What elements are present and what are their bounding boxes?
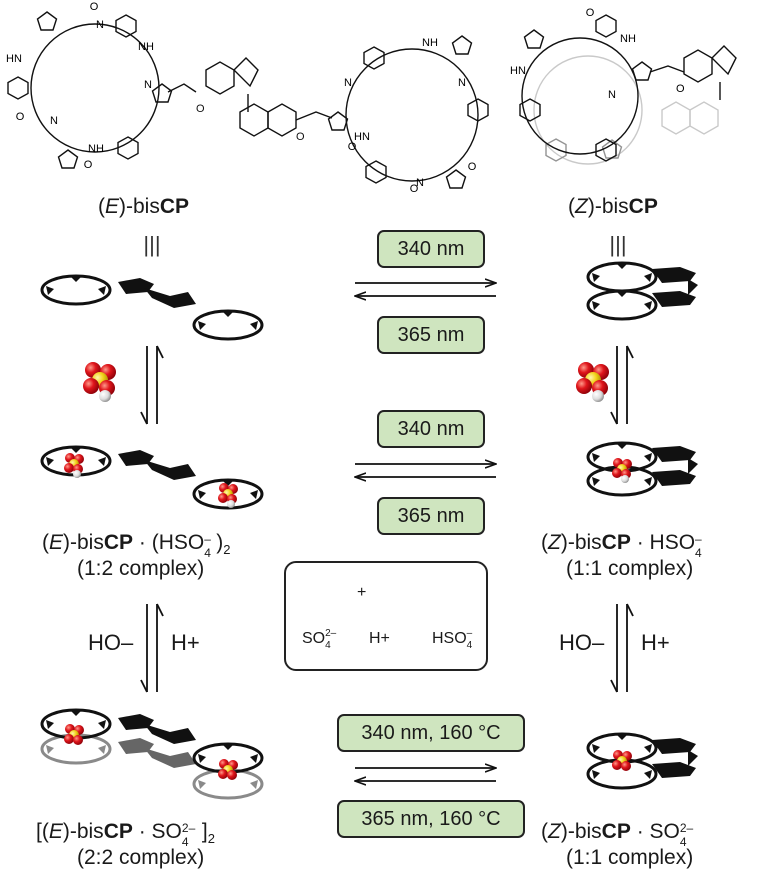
svg-text:N: N	[144, 79, 152, 91]
e-biscp-structure: N O NH HN O NH N N O O O NH	[6, 1, 489, 195]
row1-arrows	[355, 283, 496, 296]
z-hso4-cartoon	[586, 441, 698, 497]
svg-text:N: N	[458, 77, 466, 89]
e-so4-stoich: (2:2 complex)	[77, 846, 205, 869]
identity-right: |||	[609, 232, 626, 257]
svg-text:N: N	[50, 115, 58, 127]
proton-label-left: H+	[171, 630, 200, 655]
pill-row2-forward: 340 nm	[377, 410, 485, 448]
svg-text:NH: NH	[138, 41, 154, 53]
svg-text:HN: HN	[354, 131, 370, 143]
pill-row2-reverse: 365 nm	[377, 497, 485, 535]
e-biscp-label: (E)-bisCP	[98, 195, 190, 218]
pill-row3-forward: 340 nm, 160 °C	[337, 714, 525, 752]
svg-text:O: O	[84, 159, 93, 171]
e-biscp-cartoon	[40, 274, 264, 341]
e-hso4-label: (E)-bisCP · (HSO–4)2	[42, 531, 231, 560]
svg-text:NH: NH	[620, 33, 636, 45]
svg-text:O: O	[468, 161, 477, 173]
legend-hso4-label: HSO–4	[432, 628, 473, 651]
svg-text:N: N	[344, 77, 352, 89]
hso4-ion-right	[576, 362, 609, 402]
legend-proton-label: H+	[369, 630, 390, 647]
z-biscp-structure: NH HN N O O	[510, 7, 737, 165]
svg-text:N: N	[416, 177, 424, 189]
left-macrocycle: N O NH HN O NH N N O	[6, 1, 173, 171]
z-ghost-layer	[533, 55, 719, 165]
e-so4-dimer-cartoon	[40, 708, 264, 800]
pill-row3-reverse: 365 nm, 160 °C	[337, 800, 525, 838]
row2-arrows	[355, 464, 496, 477]
svg-text:N: N	[608, 89, 616, 101]
z-so4-stoich: (1:1 complex)	[566, 846, 694, 869]
svg-text:NH: NH	[88, 143, 104, 155]
hydroxide-label-left: HO–	[88, 630, 134, 655]
right-macrocycle: NH N O N O N HN O	[327, 35, 489, 195]
z-hso4-stoich: (1:1 complex)	[566, 557, 694, 580]
row3-arrows	[355, 768, 496, 781]
svg-text:HN: HN	[510, 65, 526, 77]
e-hso4-cartoon	[40, 445, 264, 510]
svg-text:O: O	[410, 183, 419, 195]
z-so4-cartoon	[586, 732, 698, 790]
protonation-legend-box	[284, 561, 488, 671]
svg-text:O: O	[196, 103, 205, 115]
svg-text:O: O	[16, 111, 25, 123]
svg-text:O: O	[586, 7, 595, 19]
z-biscp-cartoon	[586, 261, 698, 321]
svg-text:NH: NH	[422, 37, 438, 49]
n-label: N	[96, 19, 104, 31]
svg-text:O: O	[348, 141, 357, 153]
e-hso4-stoich: (1:2 complex)	[77, 557, 205, 580]
hydroxide-label-right: HO–	[559, 630, 605, 655]
legend-plus: +	[357, 584, 367, 601]
identity-left: |||	[143, 232, 160, 257]
svg-text:O: O	[676, 83, 685, 95]
vertical-arrows	[140, 345, 634, 693]
svg-text:HN: HN	[6, 53, 22, 65]
proton-label-right: H+	[641, 630, 670, 655]
stiff-stilbene-linker: O O	[167, 57, 333, 143]
pill-row1-reverse: 365 nm	[377, 316, 485, 354]
svg-text:O: O	[296, 131, 305, 143]
svg-text:O: O	[90, 1, 99, 13]
pill-row1-forward: 340 nm	[377, 230, 485, 268]
z-biscp-label: (Z)-bisCP	[568, 195, 658, 218]
z-hso4-label: (Z)-bisCP · HSO–4	[541, 531, 702, 560]
hso4-ion-left	[83, 362, 116, 402]
